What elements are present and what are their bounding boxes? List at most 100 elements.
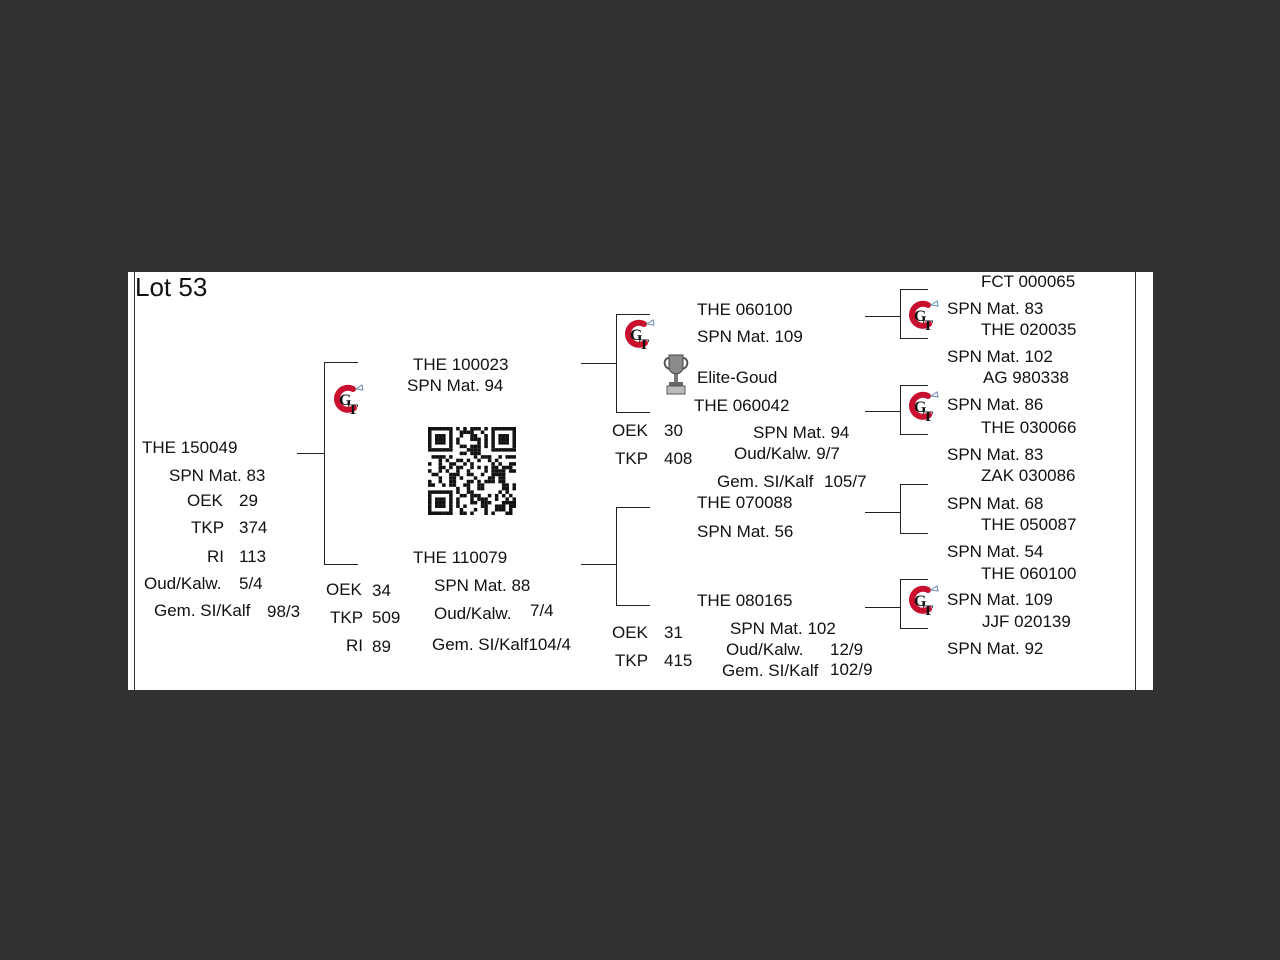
dd-tkp-value: 415 bbox=[664, 651, 693, 670]
gg-5-spn: SPN Mat. 68 bbox=[947, 494, 1044, 513]
sd-gem-label: Gem. SI/Kalf bbox=[717, 472, 814, 491]
dd-oud-value: 12/9 bbox=[830, 640, 864, 659]
ds-id: THE 070088 bbox=[697, 493, 793, 512]
connector-line bbox=[900, 385, 928, 386]
dam-oek-label: OEK bbox=[326, 580, 362, 599]
connector-line bbox=[865, 512, 901, 513]
connector-line bbox=[616, 605, 650, 606]
ds-spn: SPN Mat. 56 bbox=[697, 522, 794, 541]
animal-oek-label: OEK bbox=[187, 491, 223, 510]
gg-4-id: THE 030066 bbox=[981, 418, 1077, 437]
connector-line bbox=[900, 289, 928, 290]
dd-oud-label: Oud/Kalw. bbox=[726, 640, 804, 659]
pedigree-sheet: G T G T G T G T G T Lot 53 THE 15 bbox=[128, 272, 1152, 690]
dam-oud-label: Oud/Kalw. bbox=[434, 604, 512, 623]
connector-line bbox=[616, 314, 617, 412]
connector-line bbox=[900, 579, 928, 580]
svg-text:G: G bbox=[914, 308, 927, 325]
connector-line bbox=[616, 507, 650, 508]
dd-spn: SPN Mat. 102 bbox=[730, 619, 836, 638]
dam-oek-value: 34 bbox=[372, 581, 391, 600]
connector-line bbox=[581, 363, 616, 364]
qr-code-icon bbox=[428, 427, 516, 515]
connector-line bbox=[616, 314, 650, 315]
ss-spn: SPN Mat. 109 bbox=[697, 327, 803, 346]
connector-line bbox=[900, 385, 901, 434]
sd-oek-value: 30 bbox=[664, 421, 683, 440]
dam-tkp-label: TKP bbox=[330, 608, 364, 627]
dd-oek-value: 31 bbox=[664, 623, 683, 642]
gg-7-spn: SPN Mat. 109 bbox=[947, 590, 1053, 609]
connector-line bbox=[865, 607, 901, 608]
svg-text:G: G bbox=[914, 593, 927, 610]
connector-line bbox=[900, 484, 901, 533]
connector-line bbox=[900, 628, 928, 629]
animal-ri-label: RI bbox=[207, 547, 224, 566]
gg-3-spn: SPN Mat. 86 bbox=[947, 395, 1044, 414]
svg-text:G: G bbox=[339, 392, 352, 409]
lot-title: Lot 53 bbox=[135, 272, 208, 302]
gt-logo-icon: G T bbox=[909, 391, 939, 425]
animal-oud-label: Oud/Kalw. bbox=[144, 574, 222, 593]
connector-line bbox=[900, 533, 928, 534]
gg-5-id: ZAK 030086 bbox=[981, 466, 1076, 485]
gg-1-spn: SPN Mat. 83 bbox=[947, 299, 1044, 318]
gt-logo-icon: G T bbox=[625, 319, 655, 353]
connector-line bbox=[865, 411, 901, 412]
sd-spn: SPN Mat. 94 bbox=[753, 423, 850, 442]
animal-id: THE 150049 bbox=[142, 438, 238, 457]
ss-id: THE 060100 bbox=[697, 300, 793, 319]
sd-id: THE 060042 bbox=[694, 396, 790, 415]
gg-8-id: JJF 020139 bbox=[982, 612, 1071, 631]
gg-2-spn: SPN Mat. 102 bbox=[947, 347, 1053, 366]
animal-gem-value: 98/3 bbox=[267, 602, 301, 621]
gt-logo-icon: G T bbox=[909, 585, 939, 619]
svg-text:T: T bbox=[923, 409, 933, 425]
gt-logo-icon: G T bbox=[334, 384, 364, 418]
gg-1-id: FCT 000065 bbox=[981, 272, 1076, 291]
animal-gem-label: Gem. SI/Kalf bbox=[154, 601, 251, 620]
animal-oek-value: 29 bbox=[239, 491, 258, 510]
connector-line bbox=[900, 579, 901, 628]
animal-spn: SPN Mat. 83 bbox=[169, 466, 266, 485]
svg-text:T: T bbox=[923, 318, 933, 334]
svg-text:G: G bbox=[914, 399, 927, 416]
gg-6-id: THE 050087 bbox=[981, 515, 1077, 534]
connector-line bbox=[900, 484, 928, 485]
dam-gem: Gem. SI/Kalf104/4 bbox=[432, 635, 571, 654]
sd-oud: Oud/Kalw. 9/7 bbox=[734, 444, 840, 463]
sd-tkp-label: TKP bbox=[615, 449, 649, 468]
connector-line bbox=[581, 564, 616, 565]
page-edge-right bbox=[1135, 272, 1153, 690]
gt-logo-icon: G T bbox=[909, 300, 939, 334]
dd-gem-value: 102/9 bbox=[830, 660, 873, 679]
animal-tkp-label: TKP bbox=[191, 518, 225, 537]
animal-tkp-value: 374 bbox=[239, 518, 268, 537]
gg-6-spn: SPN Mat. 54 bbox=[947, 542, 1044, 561]
dd-gem-label: Gem. SI/Kalf bbox=[722, 661, 819, 680]
connector-line bbox=[616, 412, 650, 413]
connector-line bbox=[900, 338, 928, 339]
dd-id: THE 080165 bbox=[697, 591, 793, 610]
page-edge-left bbox=[128, 272, 135, 690]
connector-line bbox=[865, 316, 901, 317]
sire-spn: SPN Mat. 94 bbox=[407, 376, 504, 395]
connector-line bbox=[324, 564, 358, 565]
animal-oud-value: 5/4 bbox=[239, 574, 263, 593]
connector-line bbox=[900, 434, 928, 435]
gg-4-spn: SPN Mat. 83 bbox=[947, 445, 1044, 464]
gg-3-id: AG 980338 bbox=[983, 368, 1070, 387]
gg-8-spn: SPN Mat. 92 bbox=[947, 639, 1044, 658]
connector-line bbox=[616, 507, 617, 605]
gg-7-id: THE 060100 bbox=[981, 564, 1077, 583]
svg-text:T: T bbox=[923, 603, 933, 619]
dd-tkp-label: TKP bbox=[615, 651, 649, 670]
connector-line bbox=[324, 362, 358, 363]
sd-tkp-value: 408 bbox=[664, 449, 693, 468]
animal-ri-value: 113 bbox=[239, 547, 267, 566]
sd-oek-label: OEK bbox=[612, 421, 648, 440]
connector-line bbox=[324, 362, 325, 564]
trophy-icon bbox=[663, 354, 689, 395]
dam-tkp-value: 509 bbox=[372, 608, 401, 627]
dam-id: THE 110079 bbox=[413, 548, 508, 567]
